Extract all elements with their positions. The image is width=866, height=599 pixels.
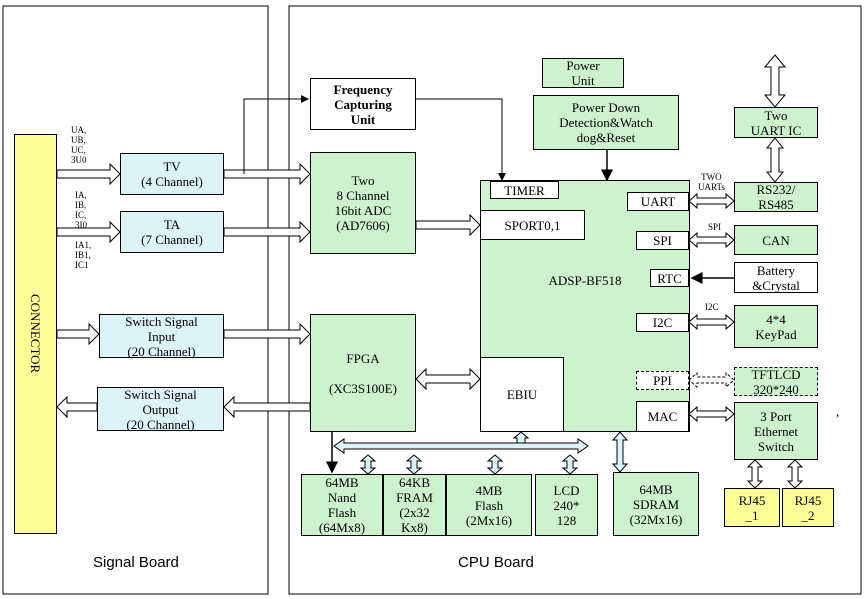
arrow-uart-rs232 [688, 192, 735, 210]
signal-board-frame [2, 5, 269, 595]
arrow-eth-rj45-2 [786, 459, 804, 489]
bus-flash [486, 454, 504, 475]
bus-dsp-sdram [611, 431, 629, 473]
two-uarts-label: TWO UARTs [698, 172, 725, 192]
line-to-freq [243, 95, 309, 174]
bus-fram [405, 454, 423, 475]
nand-flash-block: 64MB Nand Flash (64Mx8) [301, 474, 383, 536]
cpu-board-frame [288, 5, 862, 595]
arrow-conn-swin [56, 322, 100, 346]
arrow-spi-can [688, 231, 735, 249]
arrow-mac-eth [688, 405, 735, 423]
dsp-label: ADSP-BF518 [548, 272, 622, 288]
arrow-swout-conn [56, 395, 98, 419]
arrow-conn-ta [56, 220, 121, 244]
battery-block: Battery &Crystal [734, 262, 818, 293]
stray-comma: , [836, 404, 840, 419]
arrow-ppi-tftlcd [688, 371, 735, 389]
arrow-fpga-swout [223, 395, 311, 419]
bus-nand [359, 454, 377, 475]
fpga-block: FPGA (XC3S100E) [310, 314, 416, 432]
connector-block: CONNECTOR [14, 134, 57, 534]
ta-block: TA (7 Channel) [120, 211, 224, 253]
arrow-ta-adc [223, 220, 311, 244]
spi-link-label: SPI [708, 222, 722, 232]
power-down-block: Power Down Detection&Watch dog&Reset [533, 95, 679, 150]
ppi-port: PPI [636, 371, 689, 390]
line-freq-timer [416, 98, 506, 181]
bus-ebiu [512, 431, 530, 444]
arrow-top-uartic [763, 54, 787, 108]
timer-port: TIMER [490, 181, 559, 199]
can-block: CAN [734, 225, 818, 255]
fram-block: 64KB FRAM (2x32 Kx8) [383, 474, 446, 536]
sdram-block: 64MB SDRAM (32Mx16) [613, 472, 699, 536]
ebiu-port: EBIU [480, 357, 564, 432]
uart-ic-block: Two UART IC [734, 107, 818, 138]
i2c-link-label: I2C [705, 302, 719, 312]
bus-lcd [561, 454, 579, 475]
flash-block: 4MB Flash (2Mx16) [446, 474, 532, 536]
rs232-block: RS232/ RS485 [734, 182, 818, 212]
arrow-eth-rj45-1 [746, 459, 764, 489]
i2c-port: I2C [636, 313, 689, 332]
keypad-block: 4*4 KeyPad [734, 305, 818, 348]
ethernet-block: 3 Port Ethernet Switch [734, 402, 818, 460]
arrow-fpga-ebiu [415, 367, 481, 391]
sport-port: SPORT0,1 [480, 210, 585, 240]
connector-label: CONNECTOR [28, 294, 43, 374]
freq-capture-block: Frequency Capturing Unit [310, 78, 416, 130]
arrow-uartic-rs232 [765, 137, 785, 183]
switch-input-block: Switch Signal Input (20 Channel) [99, 314, 224, 359]
adc-block: Two 8 Channel 16bit ADC (AD7606) [310, 152, 416, 254]
rtc-port: RTC [650, 269, 689, 287]
power-unit-block: Power Unit [542, 58, 624, 88]
rj45-2-block: RJ45 _2 [782, 488, 834, 527]
switch-output-block: Switch Signal Output (20 Channel) [97, 387, 224, 432]
cpu-board-title: CPU Board [458, 554, 534, 571]
tftlcd-block: TFTLCD 320*240 [734, 367, 818, 397]
uart-port: UART [627, 192, 689, 211]
spi-port: SPI [636, 231, 689, 250]
arrow-adc-sport [415, 213, 481, 237]
arrow-swin-fpga [223, 322, 311, 346]
lcd-block: LCD 240* 128 [535, 474, 598, 536]
arrow-tv-adc [223, 162, 311, 186]
arrow-i2c-keypad [688, 313, 735, 331]
arrow-conn-tv [56, 162, 121, 186]
ta-extra-labels: IA1, IB1, IC1 [75, 240, 92, 270]
tv-block: TV (4 Channel) [120, 153, 224, 195]
tv-input-labels: UA, UB, UC, 3U0 [71, 125, 87, 165]
mac-port: MAC [636, 401, 689, 432]
signal-board-title: Signal Board [93, 554, 179, 571]
memory-bus [333, 438, 589, 454]
ta-input-labels: IA, IB, IC, 3I0 [75, 190, 87, 230]
rj45-1-block: RJ45 _1 [724, 488, 780, 527]
